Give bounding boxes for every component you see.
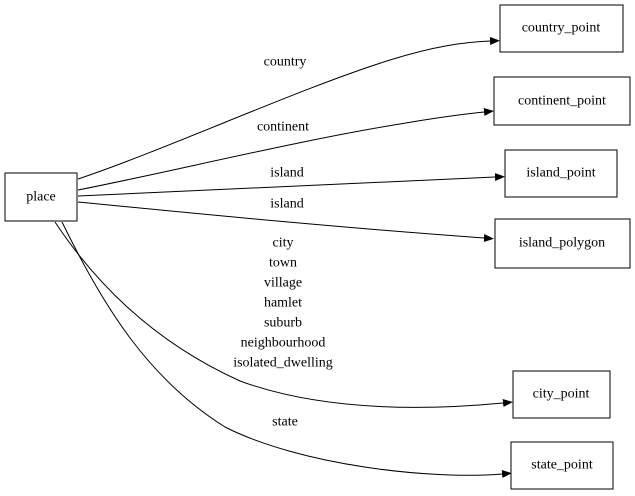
edges xyxy=(54,37,513,478)
node-state-point-label: state_point xyxy=(531,458,593,473)
edge-label-country: country xyxy=(264,55,307,70)
nodes: place country_point continent_point isla… xyxy=(4,4,631,490)
edge-label-suburb: suburb xyxy=(264,316,302,331)
edge-place-island_point xyxy=(77,173,505,197)
node-continent-point: continent_point xyxy=(493,76,631,126)
node-continent-point-label: continent_point xyxy=(518,94,606,109)
edge-label-city: city xyxy=(273,236,294,251)
edge-label-hamlet: hamlet xyxy=(264,296,302,311)
node-island-polygon: island_polygon xyxy=(494,218,631,269)
edge-place-continent_point xyxy=(77,108,494,191)
edge-label-village: village xyxy=(264,276,302,291)
node-state-point-box xyxy=(510,441,614,490)
node-city-point: city_point xyxy=(512,370,611,419)
node-state-point: state_point xyxy=(510,441,614,490)
edge-label-town: town xyxy=(269,256,297,271)
edge-place-island_polygon xyxy=(77,201,494,242)
node-place: place xyxy=(4,172,78,222)
node-island-polygon-label: island_polygon xyxy=(519,236,605,251)
edge-label-city-stack: city town village hamlet suburb neighbou… xyxy=(233,236,333,371)
node-country-point-label: country_point xyxy=(522,21,601,36)
edge-label-neighbourhood: neighbourhood xyxy=(241,336,326,351)
node-place-box xyxy=(4,172,78,222)
edge-label-island-point: island xyxy=(270,166,303,181)
node-country-point: country_point xyxy=(499,4,624,53)
edge-place-state_point xyxy=(61,221,512,478)
node-continent-point-box xyxy=(493,76,631,126)
node-island-point-box xyxy=(504,149,618,198)
edge-label-continent: continent xyxy=(257,120,309,135)
edge-place-city_point xyxy=(54,221,513,408)
node-island-point-label: island_point xyxy=(526,166,595,181)
node-island-point: island_point xyxy=(504,149,618,198)
edge-labels: country continent island island city tow… xyxy=(233,55,333,430)
edge-label-island-polygon: island xyxy=(270,197,303,212)
node-place-label: place xyxy=(26,190,56,205)
node-country-point-box xyxy=(499,4,624,53)
node-city-point-label: city_point xyxy=(533,387,590,402)
node-city-point-box xyxy=(512,370,611,419)
edge-label-isolated-dwelling: isolated_dwelling xyxy=(233,356,333,371)
node-island-polygon-box xyxy=(494,218,631,269)
edge-label-state: state xyxy=(272,415,298,430)
edge-place-country_point xyxy=(77,37,500,180)
